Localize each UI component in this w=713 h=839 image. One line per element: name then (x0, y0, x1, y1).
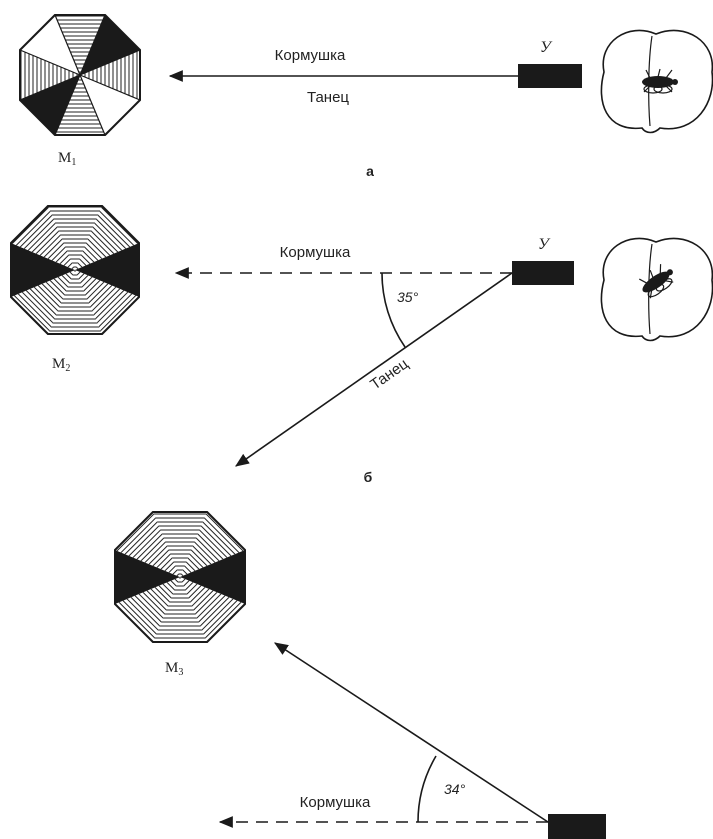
panel-letter-b: б (364, 469, 373, 485)
panel-c: М3 Кормушка 34° (114, 511, 606, 839)
hive-block-a (518, 64, 582, 88)
feeder-label-b: Кормушка (280, 244, 351, 261)
panel-b: М2 Кормушка Танец 35° У б (10, 205, 713, 485)
angle-label-b: 35° (397, 289, 419, 305)
hive-label-a: У (540, 39, 553, 56)
angle-arc-c (417, 755, 437, 823)
feeder-label-a: Кормушка (275, 47, 346, 64)
dance-label-a: Танец (307, 89, 349, 106)
feeder-label-c: Кормушка (300, 794, 371, 811)
dance-label-b: Танец (367, 355, 412, 393)
hive-block-b (512, 261, 574, 285)
hive-block-c (548, 814, 606, 839)
panel-a: М1 Кормушка Танец У а (19, 14, 713, 179)
angle-label-c: 34° (444, 781, 466, 797)
panel-letter-a: а (366, 163, 374, 179)
mirror-1-label: М1 (58, 150, 76, 168)
mirror-octagon-2 (10, 205, 140, 335)
mirror-octagon-3 (114, 511, 246, 643)
comb-cell-b (600, 237, 713, 342)
mirror-3-label: М3 (165, 660, 183, 678)
angle-arc-b (381, 272, 406, 348)
mirror-octagon-1 (19, 14, 141, 136)
comb-cell-a (600, 29, 713, 134)
dance-arrow-b (235, 272, 513, 467)
hive-label-b: У (538, 236, 551, 253)
dance-arrow-c (274, 642, 549, 823)
mirror-2-label: М2 (52, 356, 70, 374)
